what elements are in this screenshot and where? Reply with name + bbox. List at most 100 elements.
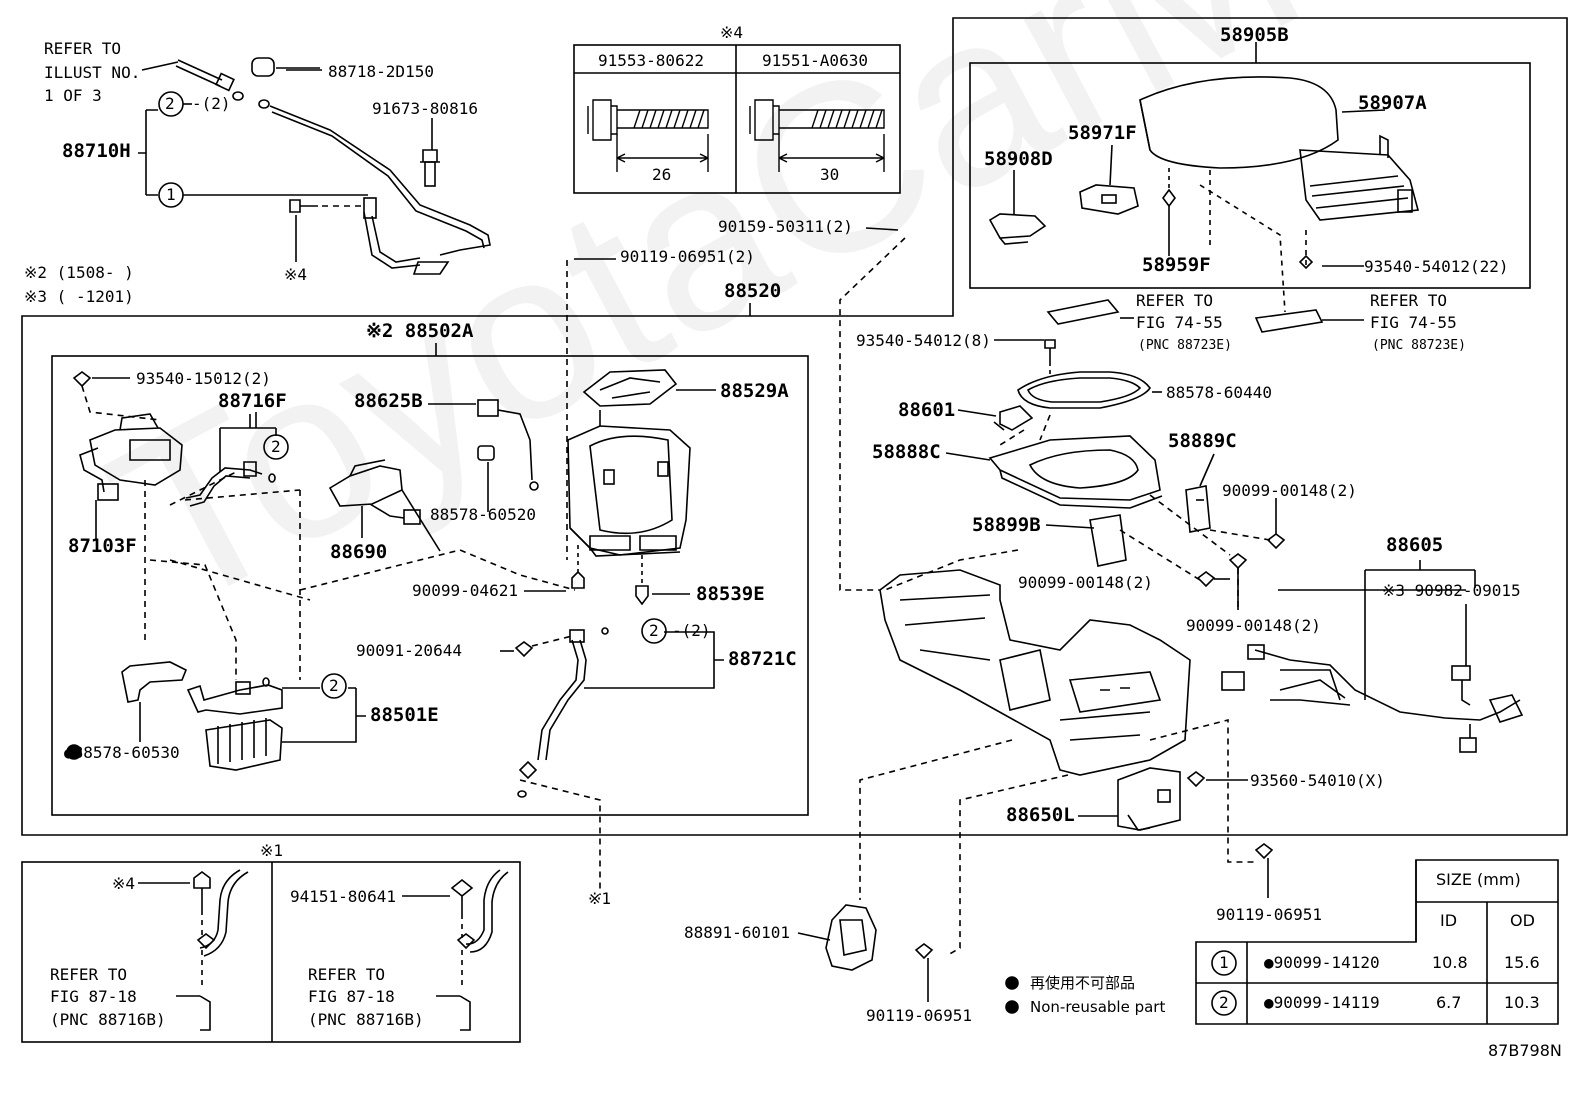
size-row2-od: 10.3	[1504, 993, 1540, 1012]
label-91673-80816: 91673-80816	[372, 99, 478, 118]
label-87103F: 87103F	[68, 535, 137, 557]
refer-fig-a-3: (PNC 88723E)	[1138, 338, 1232, 353]
diagram-code: 87B798N	[1488, 1041, 1562, 1060]
leaders	[92, 42, 1466, 1002]
screw-04621	[571, 570, 585, 589]
screw-00148-a	[1266, 533, 1286, 550]
note-2-date: ※2 (1508- )	[24, 263, 134, 282]
cupholder	[567, 410, 691, 557]
console-body	[879, 569, 1191, 776]
label-90099-00148-b: 90099-00148(2)	[1018, 573, 1153, 592]
label-93560-54010: 93560-54010(X)	[1250, 771, 1385, 790]
pipe-88716F	[185, 461, 276, 507]
part-88601	[993, 405, 1034, 431]
label-90982-09015: ※3 90982-09015	[1382, 581, 1521, 600]
label-90099-04621: 90099-04621	[412, 581, 518, 600]
label-88539E: 88539E	[696, 583, 765, 605]
label-58908D: 58908D	[984, 148, 1053, 170]
label-58907A: 58907A	[1358, 92, 1427, 114]
size-row1-part: ●90099-14120	[1264, 953, 1380, 972]
bolt-table-frame	[573, 44, 901, 194]
label-93540-54012-8: 93540-54012(8)	[856, 331, 991, 350]
mark1-center: ※1	[588, 889, 612, 908]
refer-illust-line3: 1 OF 3	[44, 86, 102, 105]
mark4-left: ※4	[284, 265, 308, 284]
bracket-88605	[1364, 560, 1476, 700]
screw-93540-8	[1044, 339, 1056, 362]
refer-87-b-2: FIG 87-18	[308, 987, 395, 1006]
label-88650L: 88650L	[1006, 804, 1075, 826]
label-90091-20644: 90091-20644	[356, 641, 462, 660]
refer-fig-a-2: FIG 74-55	[1136, 313, 1223, 332]
console-dashed	[839, 237, 1271, 956]
label-58959F: 58959F	[1142, 254, 1211, 276]
bolt-col1-dim: 26	[652, 165, 672, 184]
refer-fig-b-2: FIG 74-55	[1370, 313, 1457, 332]
qty-2-mid: -(2)	[672, 621, 711, 640]
refer-fig-a-1: REFER TO	[1136, 291, 1214, 310]
hose-88578-60530	[121, 661, 188, 742]
refer-87-a-3: (PNC 88716B)	[50, 1010, 166, 1029]
bolt-col2-part: 91551-A0630	[762, 51, 868, 70]
size-row2-id: 6.7	[1436, 993, 1462, 1012]
label-88718-2D150: 88718-2D150	[328, 62, 434, 81]
label-90099-00148-a: 90099-00148(2)	[1222, 481, 1357, 500]
pad-b	[1254, 309, 1324, 333]
note1-dashed	[201, 910, 463, 990]
legend-en: Non-reusable part	[1030, 998, 1166, 1016]
bezel-88578-60440	[1017, 371, 1151, 409]
size-row1-od: 15.6	[1504, 953, 1540, 972]
frame-58905B	[969, 62, 1531, 289]
latch-58971F	[1079, 184, 1139, 215]
label-88605: 88605	[1386, 534, 1444, 556]
dash-88721C	[519, 260, 601, 895]
bracket-88716F	[219, 414, 277, 472]
label-90119-06951-r: 90119-06951	[1216, 905, 1322, 924]
label-88601: 88601	[898, 399, 956, 421]
label-88520: 88520	[724, 280, 782, 302]
label-88690: 88690	[330, 541, 388, 563]
label-93540-54012-22: 93540-54012(22)	[1364, 257, 1509, 276]
cap-88578-60520	[477, 445, 495, 512]
screw-20644	[514, 641, 534, 658]
label-58888C: 58888C	[872, 441, 941, 463]
bracket-88721C	[584, 631, 724, 689]
bracket-58908D	[988, 213, 1047, 245]
note1-frame	[21, 861, 521, 1043]
label-90119-06951-b: 90119-06951	[866, 1006, 972, 1025]
label-94151-80641: 94151-80641	[290, 887, 396, 906]
refer-illust-line1: REFER TO	[44, 39, 122, 58]
module-88650L	[1117, 767, 1181, 831]
label-58971F: 58971F	[1068, 122, 1137, 144]
size-row2-part: ●90099-14119	[1264, 993, 1380, 1012]
legend-dot-2	[1005, 1000, 1019, 1014]
label-90119-06951-2: 90119-06951(2)	[620, 247, 755, 266]
callout-2-88501E: 2	[329, 676, 339, 695]
bracket-58899B	[1089, 514, 1127, 567]
refer-illust-line2: ILLUST NO.	[44, 63, 141, 82]
bolt-col1-part: 91553-80622	[598, 51, 704, 70]
size-table-frame	[1195, 859, 1559, 1025]
bracket-88501E	[282, 687, 366, 743]
harness-88605	[1221, 644, 1524, 753]
screw-00148-b	[1196, 571, 1216, 588]
label-88625B: 88625B	[354, 390, 423, 412]
pad-a	[1046, 299, 1120, 325]
screw-00148-c	[1228, 553, 1248, 570]
refer-87-b-3: (PNC 88716B)	[308, 1010, 424, 1029]
label-88578-60440: 88578-60440	[1166, 383, 1272, 402]
heater-88501E	[186, 677, 283, 771]
size-table-header: SIZE (mm)	[1436, 870, 1521, 889]
bolt-91553	[587, 99, 709, 172]
part-88625B	[428, 399, 539, 491]
label-93540-15012: 93540-15012(2)	[136, 369, 271, 388]
note-3-date: ※3 ( -1201)	[24, 287, 134, 306]
callout-2-88716F: 2	[271, 437, 281, 456]
armrest-lid-58907A	[1139, 76, 1420, 221]
label-58889C: 58889C	[1168, 430, 1237, 452]
bolt-col2-dim: 30	[820, 165, 840, 184]
dash-88502-1	[81, 385, 576, 680]
label-88891-60101: 88891-60101	[684, 923, 790, 942]
note1-hoses	[193, 869, 509, 1031]
